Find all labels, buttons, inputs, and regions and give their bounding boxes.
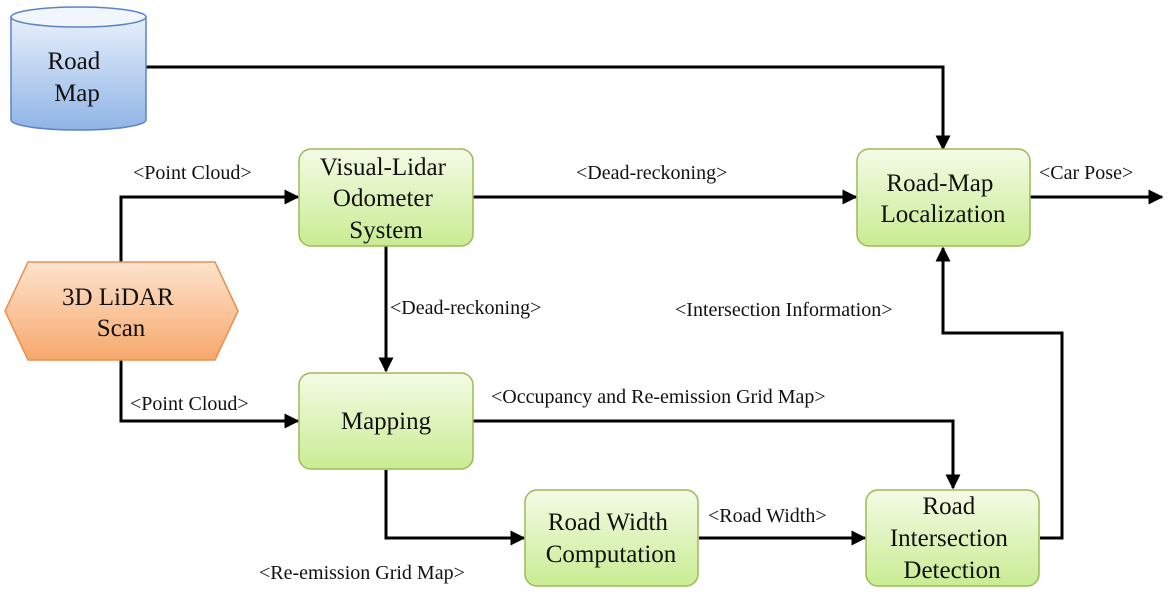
- odometer-label-line-1: Visual-Lidar: [320, 154, 447, 181]
- svg-text:Road Map: Road Map: [47, 48, 106, 107]
- label-intersection-information: <Intersection Information>: [675, 299, 893, 321]
- odometer-label-line-3: System: [349, 217, 423, 244]
- road-map-cylinder-body: [10, 16, 147, 131]
- edge-labels: <Point Cloud> <Point Cloud> <Dead-reckon…: [130, 162, 1133, 584]
- label-dead-reckoning-vertical: <Dead-reckoning>: [390, 297, 541, 319]
- edge-roadmap-to-localization: [146, 65, 951, 151]
- node-lidar-scan: 3D LiDAR Scan: [4, 261, 239, 361]
- road-map-cylinder-top: [10, 6, 147, 28]
- road-map-label-line-1: Road: [47, 48, 100, 75]
- localization-label-line-1: Road-Map: [886, 170, 993, 197]
- odometer-label-line-2: Odometer: [333, 185, 434, 212]
- node-odometer-system: Visual-Lidar Odometer System: [298, 148, 474, 247]
- svg-text:Mapping: Mapping: [341, 408, 432, 435]
- road-map-label-line-2: Map: [54, 80, 100, 107]
- svg-text:Road Width Computation: Road Width Computation: [546, 509, 677, 568]
- lidar-scan-label-line-1: 3D LiDAR: [62, 284, 174, 311]
- label-road-width: <Road Width>: [708, 505, 827, 527]
- label-reemission-map: <Re-emission Grid Map>: [259, 562, 465, 584]
- label-point-cloud-top: <Point Cloud>: [133, 162, 252, 184]
- svg-text:Road Intersection: Road Intersection Detection: [890, 493, 1014, 584]
- node-intersection-detection: Road Intersection Detection: [865, 489, 1040, 587]
- edges: [119, 65, 1164, 546]
- road-width-label-line-2: Computation: [546, 541, 677, 568]
- localization-label-line-2: Localization: [881, 201, 1006, 228]
- svg-text:Road-Map Localization: Road-Map Localization: [881, 170, 1006, 228]
- edge-mapping-to-intersection: [473, 419, 961, 490]
- svg-text:3D LiDAR Scan: 3D LiDAR Scan: [62, 284, 180, 342]
- localization-box: [856, 148, 1031, 247]
- intersection-box: [865, 489, 1040, 587]
- road-width-label-line-1: Road Width: [548, 509, 669, 536]
- lidar-scan-label-line-2: Scan: [97, 315, 146, 342]
- edge-lidar-to-odometer: [119, 189, 300, 262]
- label-dead-reckoning-horizontal: <Dead-reckoning>: [576, 162, 727, 184]
- label-point-cloud-bottom: <Point Cloud>: [130, 393, 249, 415]
- label-car-pose: <Car Pose>: [1039, 162, 1133, 184]
- mapping-label: Mapping: [341, 408, 432, 435]
- label-occupancy-map: <Occupancy and Re-emission Grid Map>: [491, 386, 826, 408]
- lidar-scan-hexagon: [4, 261, 239, 361]
- node-localization: Road-Map Localization: [856, 148, 1031, 247]
- mapping-box: [298, 372, 474, 470]
- node-mapping: Mapping: [298, 372, 474, 470]
- edge-intersection-to-localization: [935, 246, 1064, 540]
- edge-mapping-to-roadwidth: [384, 470, 526, 546]
- intersection-label-line-2: Intersection: [890, 525, 1009, 552]
- edge-lidar-to-mapping: [119, 360, 300, 429]
- svg-text:Visual-Lidar Odometer: Visual-Lidar Odometer System: [320, 154, 452, 244]
- node-road-width-computation: Road Width Computation: [524, 489, 699, 587]
- intersection-label-line-1: Road: [922, 493, 975, 520]
- intersection-label-line-3: Detection: [903, 557, 1001, 584]
- node-road-map: Road Map: [10, 6, 147, 131]
- odometer-box: [298, 148, 474, 247]
- road-width-box: [524, 489, 699, 587]
